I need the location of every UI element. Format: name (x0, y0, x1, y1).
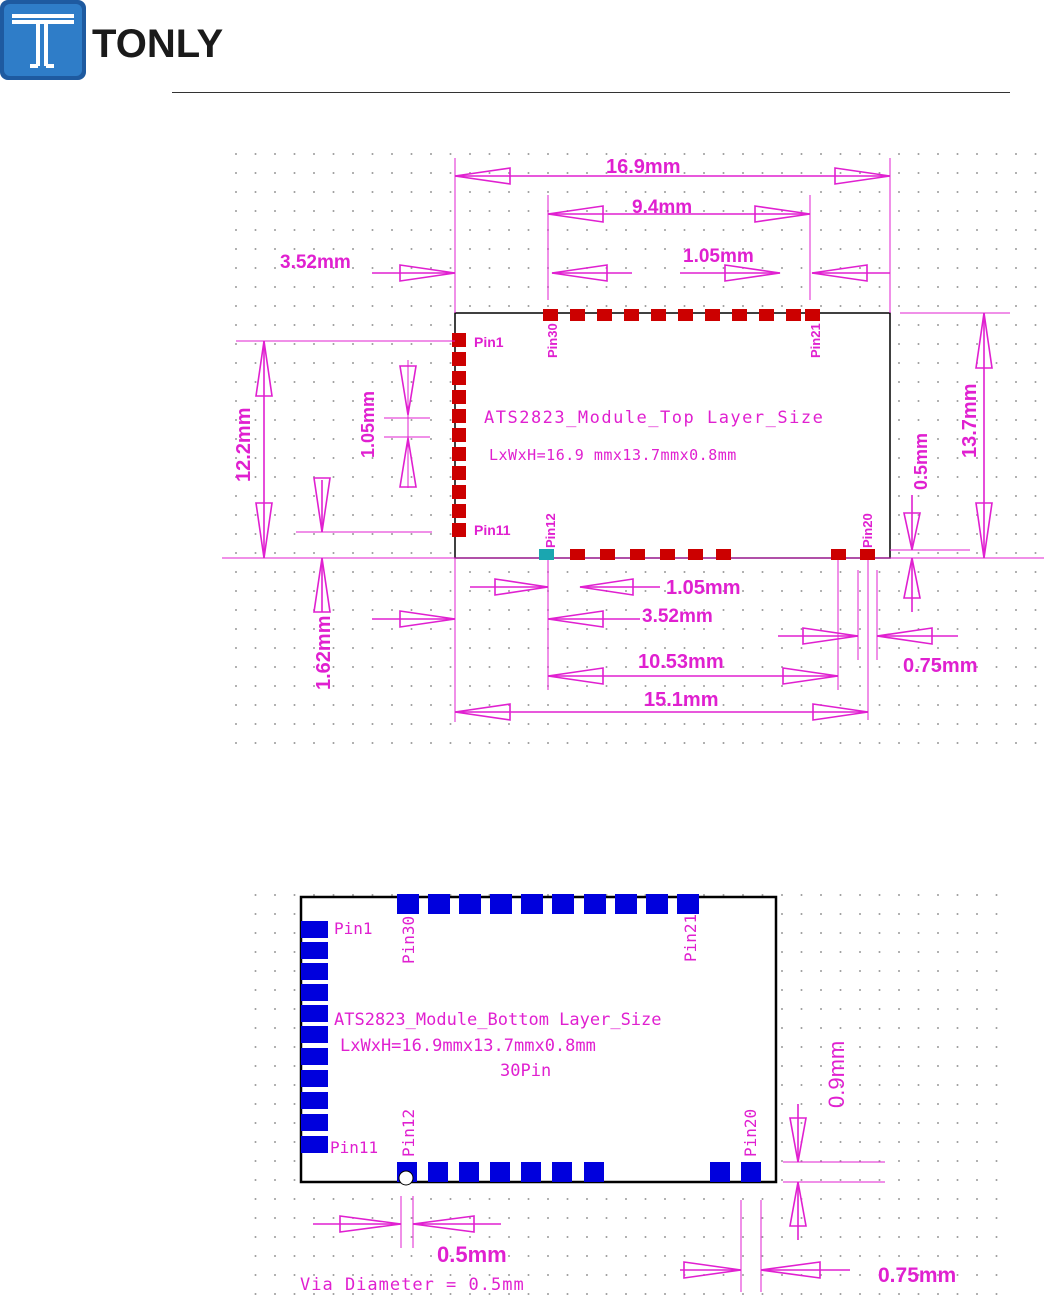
dim-bottom-offset: 1.62mm (313, 616, 335, 691)
bottom-pads-left-col (301, 921, 328, 1153)
dim-pad-height: 0.9mm (824, 1041, 849, 1108)
bottom-pin21-label: Pin21 (681, 914, 700, 962)
top-pin11-label: Pin11 (474, 522, 511, 538)
via-hole (398, 1170, 414, 1186)
dim-top-pitch: 1.05mm (683, 246, 754, 267)
bottom-size-note: LxWxH=16.9mmx13.7mmx0.8mm (340, 1036, 596, 1056)
top-pin1-label: Pin1 (474, 334, 504, 350)
top-title-note: ATS2823_Module_Top Layer_Size (484, 408, 824, 428)
top-pads-top-row (543, 309, 820, 321)
top-pin21-label: Pin21 (808, 323, 823, 358)
bottom-pads-top-row (397, 894, 699, 914)
bottom-pin11-label: Pin11 (330, 1138, 378, 1157)
top-pin12-label: Pin12 (543, 513, 558, 548)
dim-overall-width: 16.9mm (606, 156, 681, 178)
tonly-logo-icon (0, 0, 86, 80)
dim-overall-height: 13.7mm (959, 384, 981, 459)
dim-bottom-overall: 15.1mm (644, 689, 719, 711)
dim-left-offset: 3.52mm (280, 252, 351, 273)
via-diameter-note: Via Diameter = 0.5mm (300, 1275, 525, 1295)
top-pin20-label: Pin20 (860, 513, 875, 548)
dim-bottom-pitch: 1.05mm (666, 577, 741, 599)
page-header: TONLY (0, 0, 1049, 100)
dim-bottom-span: 10.53mm (638, 651, 724, 673)
bottom-title-note: ATS2823_Module_Bottom Layer_Size (334, 1010, 662, 1030)
brand-name: TONLY (92, 22, 224, 66)
top-pads-bottom-row (539, 549, 875, 560)
top-dimension-lines (236, 158, 1010, 722)
dim-left-span: 12.2mm (233, 408, 255, 483)
top-size-note: LxWxH=16.9 mmx13.7mmx0.8mm (489, 446, 737, 464)
dim-top-pad-span: 9.4mm (632, 197, 692, 218)
bottom-layer-drawing: Pin1 Pin11 Pin30 Pin21 Pin12 Pin20 ATS28… (245, 886, 1005, 1308)
dim-via-gap: 0.5mm (437, 1242, 507, 1267)
dim-pad-width: 0.75mm (903, 655, 978, 677)
dim-left-pitch: 1.05mm (358, 391, 378, 458)
dim-bottom-pad-width: 0.75mm (878, 1264, 956, 1287)
bottom-pin-count: 30Pin (500, 1061, 551, 1081)
dim-bottom-left-offset: 3.52mm (642, 606, 713, 627)
header-divider (172, 92, 1010, 93)
top-board-outline (454, 312, 891, 559)
bottom-pin30-label: Pin30 (399, 916, 418, 964)
top-layer-drawing: Pin1 Pin11 Pin30 Pin21 Pin12 Pin20 ATS28… (222, 146, 1044, 754)
bottom-pin20-label: Pin20 (741, 1109, 760, 1157)
bottom-pin1-label: Pin1 (334, 919, 373, 938)
dim-edge-gap: 0.5mm (911, 433, 931, 490)
top-pin30-label: Pin30 (545, 323, 560, 358)
bottom-pin12-label: Pin12 (399, 1109, 418, 1157)
top-pads-left-col (452, 333, 466, 537)
bottom-dimension-lines (313, 1104, 885, 1292)
